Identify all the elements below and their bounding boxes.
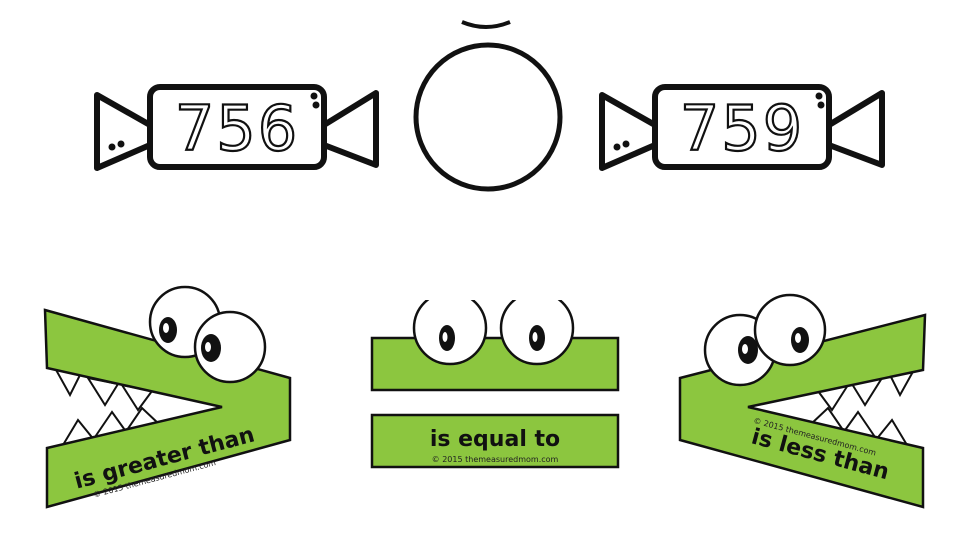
- number-left: 756: [175, 92, 299, 165]
- less-than-card[interactable]: is less than © 2015 themeasuredmom.com: [678, 293, 927, 509]
- number-right: 759: [680, 92, 804, 165]
- candy-right: 759: [599, 84, 885, 171]
- candy-left: 756: [94, 84, 379, 171]
- partial-circle: [461, 20, 511, 29]
- equal-to-label: is equal to: [430, 427, 560, 452]
- greater-than-card[interactable]: is greater than © 2015 themeasuredmom.co…: [43, 285, 292, 509]
- comparison-circle[interactable]: [413, 42, 563, 192]
- equal-to-card[interactable]: is equal to © 2015 themeasuredmom.com: [370, 292, 620, 469]
- equal-to-copyright: © 2015 themeasuredmom.com: [432, 455, 559, 464]
